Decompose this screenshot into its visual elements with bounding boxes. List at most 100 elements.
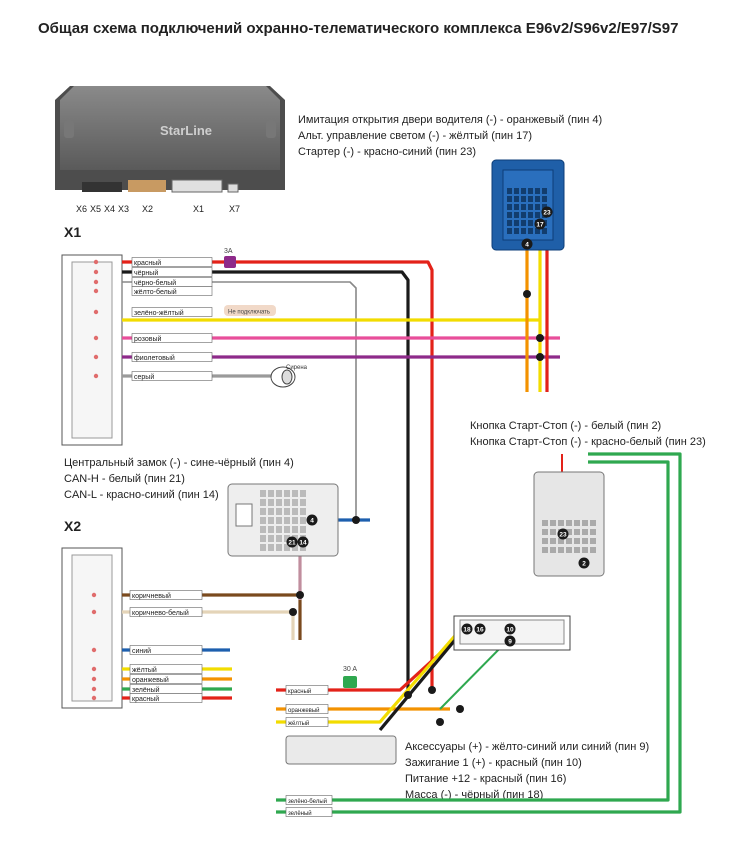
wire-label: оранжевый: [288, 707, 320, 714]
fuse-3a: 3A: [224, 248, 236, 268]
pin-badge: [504, 635, 516, 647]
pin-dot: [91, 666, 97, 672]
connector-cell: [292, 490, 298, 497]
connector-cell: [528, 228, 533, 234]
connector-cell: [292, 508, 298, 515]
x2-connector: [61, 547, 123, 709]
port-label: X6: [76, 204, 87, 214]
wire-label-box: [131, 286, 213, 296]
pin-badge: [306, 514, 318, 526]
connector-cell: [542, 228, 547, 234]
connector-cell: [574, 529, 580, 535]
connector-cell: [574, 538, 580, 544]
wire-label-box: [129, 607, 203, 617]
connector-cell: [268, 526, 274, 533]
connector-cell: [300, 517, 306, 524]
connector-cell: [590, 547, 596, 553]
connector-cell: [260, 490, 266, 497]
pin-number: 4: [310, 518, 314, 525]
note-line: Зажигание 1 (+) - красный (пин 10): [405, 757, 582, 769]
starline-unit: StarLine X6 X5 X4 X3 X2 X1 X7: [55, 86, 285, 214]
note-line: Питание +12 - красный (пин 16): [405, 773, 567, 785]
diagram-title: Общая схема подключений охранно-телемати…: [38, 20, 679, 37]
note-line: Стартер (-) - красно-синий (пин 23): [298, 146, 477, 158]
port-label: X3: [118, 204, 129, 214]
connector-cell: [276, 490, 282, 497]
connector-cell: [260, 499, 266, 506]
can-connector: [227, 483, 339, 557]
connector-cell: [514, 220, 519, 226]
startstop-connector: [533, 471, 605, 577]
wire-label: фиолетовый: [134, 354, 175, 362]
wire-label-box: [285, 717, 329, 727]
connector-cell: [521, 204, 526, 210]
pin-badge: [461, 623, 473, 635]
wire-label: зелёный: [288, 810, 312, 817]
connector-cell: [521, 188, 526, 194]
wire-label: жёлто-белый: [134, 288, 177, 296]
fuse-label: 3A: [224, 248, 233, 255]
pin-badge: [286, 536, 298, 548]
connector-cell: [528, 204, 533, 210]
wire-label-box: [131, 333, 213, 343]
pin-dot: [91, 676, 97, 682]
connector-cell: [507, 228, 512, 234]
pin-badge: [534, 218, 546, 230]
wire-label: зелёно-жёлтый: [134, 309, 184, 317]
connector-cell: [268, 517, 274, 524]
connector-cell: [542, 529, 548, 535]
connector-cell: [528, 188, 533, 194]
pin-dot: [93, 288, 99, 294]
wire-label-box: [131, 267, 213, 277]
connector-cell: [528, 212, 533, 218]
connector-cell: [507, 204, 512, 210]
connector-cell: [292, 517, 298, 524]
connector-cell: [521, 196, 526, 202]
pin-dot: [93, 279, 99, 285]
connector-cell: [260, 517, 266, 524]
wire-label-box: [131, 371, 213, 381]
connector-cell: [276, 544, 282, 551]
wire-label-box: [285, 807, 333, 817]
pin-number: 16: [476, 627, 484, 634]
pin-badge: [521, 238, 533, 250]
connector-cell: [507, 196, 512, 202]
startstop-notes: Кнопка Старт-Стоп (-) - белый (пин 2) Кн…: [470, 418, 706, 450]
connector-cell: [590, 529, 596, 535]
wire-label: чёрно-белый: [134, 279, 176, 287]
wire-label: синий: [132, 647, 151, 655]
pin-number: 10: [506, 627, 514, 634]
pin-dot: [93, 309, 99, 315]
wire-label: оранжевый: [132, 676, 169, 684]
connector-cell: [284, 544, 290, 551]
note-line: Аксессуары (+) - жёлто-синий или синий (…: [405, 741, 650, 753]
connector-cell: [542, 188, 547, 194]
connector-cell: [260, 535, 266, 542]
wire-label-box: [129, 590, 203, 600]
pin-number: 2: [582, 561, 586, 568]
connector-cell: [514, 212, 519, 218]
connector-cell: [507, 188, 512, 194]
connector-cell: [542, 538, 548, 544]
connector-cell: [558, 547, 564, 553]
connector-cell: [268, 544, 274, 551]
not-connected-label: Не подключать: [228, 310, 270, 316]
connector-cell: [260, 526, 266, 533]
pin-dot: [91, 686, 97, 692]
pin-number: 17: [536, 222, 544, 229]
x1-connector: [61, 254, 123, 446]
connector-cell: [276, 535, 282, 542]
connector-cell: [268, 490, 274, 497]
connector-cell: [521, 212, 526, 218]
connector-cell: [558, 538, 564, 544]
connector-cell: [528, 196, 533, 202]
connector-cell: [535, 212, 540, 218]
relay-block: [285, 735, 397, 765]
connector-cell: [514, 196, 519, 202]
connector-cell: [276, 499, 282, 506]
connector-cell: [276, 517, 282, 524]
connector-cell: [566, 538, 572, 544]
connector-cell: [550, 538, 556, 544]
connector-cell: [582, 520, 588, 526]
